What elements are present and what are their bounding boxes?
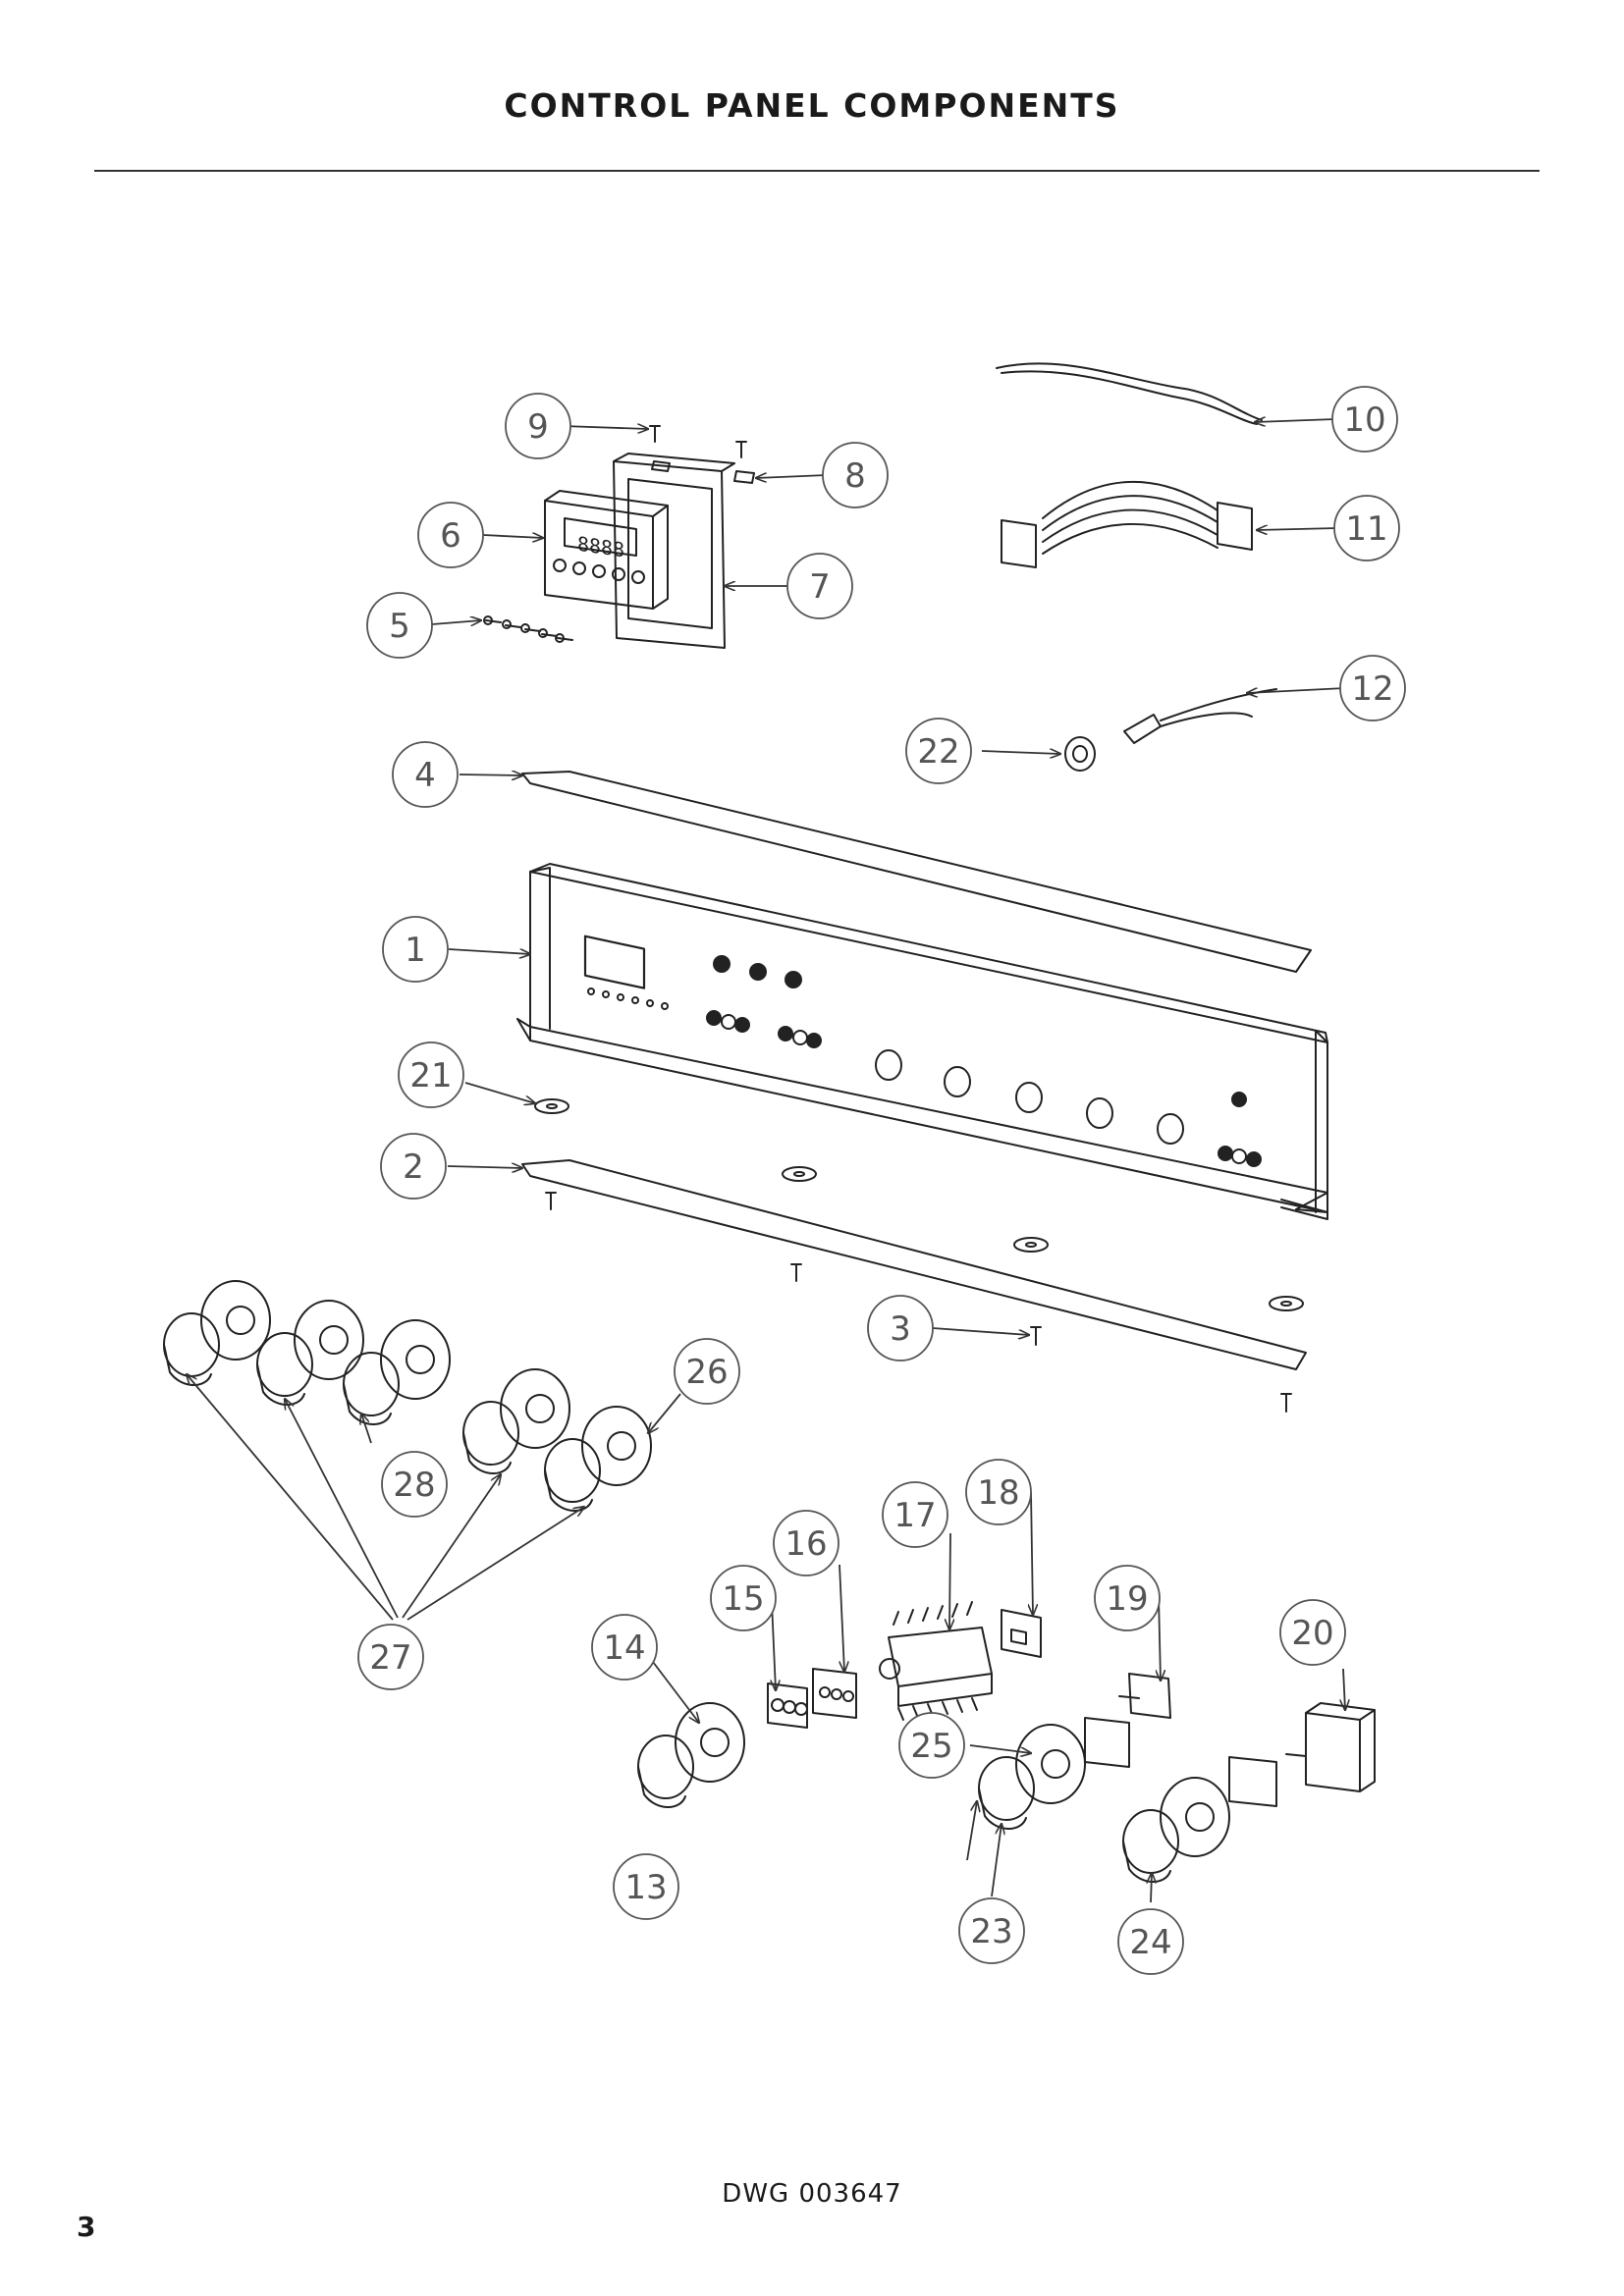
indicator-lamp-part — [1064, 688, 1277, 772]
callout-label-21: 21 — [409, 1056, 452, 1095]
callout-label-9: 9 — [527, 407, 549, 447]
page-title: CONTROL PANEL COMPONENTS — [504, 86, 1120, 125]
callout-4 — [392, 741, 459, 808]
callout-label-25: 25 — [910, 1727, 952, 1766]
control-panel-part — [516, 863, 1328, 1220]
callout-label-24: 24 — [1129, 1923, 1171, 1962]
bracket-clip — [651, 460, 755, 484]
washer-set — [534, 1098, 1304, 1311]
motor-part — [1285, 1702, 1376, 1792]
wire-harness-part — [996, 362, 1263, 425]
mounting-bracket-part — [613, 453, 735, 649]
callout-label-15: 15 — [722, 1579, 764, 1619]
callout-11 — [1333, 495, 1400, 561]
callout-25 — [898, 1712, 965, 1779]
callout-3 — [867, 1295, 934, 1362]
callout-label-3: 3 — [890, 1309, 911, 1349]
switch-spacer-24a — [1228, 1756, 1277, 1807]
callout-label-18: 18 — [977, 1473, 1019, 1513]
callout-label-7: 7 — [809, 567, 831, 607]
callout-label-13: 13 — [624, 1868, 667, 1907]
callout-label-12: 12 — [1351, 669, 1393, 709]
microswitch-part — [1118, 1673, 1171, 1719]
lower-trim-strip — [521, 1159, 1307, 1370]
callout-2 — [380, 1133, 447, 1200]
drawing-number: DWG 003647 — [722, 2179, 902, 2209]
upper-trim-strip — [521, 771, 1312, 973]
callout-15 — [710, 1565, 777, 1631]
page-number: 3 — [77, 2211, 96, 2243]
callout-label-10: 10 — [1343, 400, 1385, 440]
callout-16 — [773, 1510, 839, 1576]
screw-set — [545, 1192, 1292, 1413]
callout-12 — [1339, 655, 1406, 721]
callout-23 — [958, 1897, 1025, 1964]
callout-label-16: 16 — [785, 1524, 827, 1564]
callout-1 — [382, 916, 449, 983]
callout-label-17: 17 — [893, 1496, 936, 1535]
callout-label-26: 26 — [685, 1353, 728, 1392]
callout-28 — [381, 1451, 448, 1518]
button-pin-set — [483, 615, 573, 643]
callout-label-28: 28 — [393, 1466, 435, 1505]
callout-label-11: 11 — [1345, 509, 1387, 549]
callout-label-4: 4 — [414, 756, 436, 795]
callout-10 — [1331, 386, 1398, 453]
switch-spacer-15 — [767, 1682, 808, 1729]
callout-label-19: 19 — [1106, 1579, 1148, 1619]
callout-label-8: 8 — [844, 456, 866, 496]
selector-switch-part — [879, 1601, 993, 1721]
callout-5 — [366, 592, 433, 659]
callout-27 — [357, 1624, 424, 1690]
callout-label-27: 27 — [369, 1638, 411, 1678]
callout-8 — [822, 442, 889, 508]
callout-20 — [1279, 1599, 1346, 1666]
callout-26 — [674, 1338, 740, 1405]
auxiliary-switch-part — [1001, 1609, 1042, 1658]
callout-19 — [1094, 1565, 1161, 1631]
callout-7 — [786, 553, 853, 619]
callout-label-2: 2 — [403, 1148, 424, 1187]
callout-21 — [398, 1041, 464, 1108]
leader-lines — [187, 419, 1345, 1903]
callout-9 — [505, 393, 571, 459]
callout-label-1: 1 — [405, 931, 426, 970]
callout-14 — [591, 1614, 658, 1681]
connector-harness-part — [1001, 480, 1253, 568]
bracket-screw-2 — [735, 441, 747, 458]
knob-set — [163, 1280, 1230, 1883]
callout-22 — [905, 718, 972, 784]
callout-label-6: 6 — [440, 516, 461, 556]
callout-24 — [1117, 1908, 1184, 1975]
callout-labels: 1 2 3 4 5 6 7 8 9 10 11 12 13 14 15 16 1… — [369, 400, 1393, 1962]
callout-label-23: 23 — [970, 1912, 1012, 1951]
switch-spacer-25a — [1084, 1717, 1130, 1768]
callout-6 — [417, 502, 484, 568]
clock-module-part — [544, 490, 669, 610]
callout-label-14: 14 — [603, 1629, 645, 1668]
callout-label-20: 20 — [1291, 1614, 1333, 1653]
callout-label-5: 5 — [389, 607, 410, 646]
header-rule — [94, 170, 1540, 172]
callout-17 — [882, 1481, 948, 1548]
callout-label-22: 22 — [917, 732, 959, 772]
callout-13 — [613, 1853, 679, 1920]
callout-18 — [965, 1459, 1032, 1525]
bracket-screw — [649, 425, 661, 443]
callout-set — [357, 386, 1406, 1975]
